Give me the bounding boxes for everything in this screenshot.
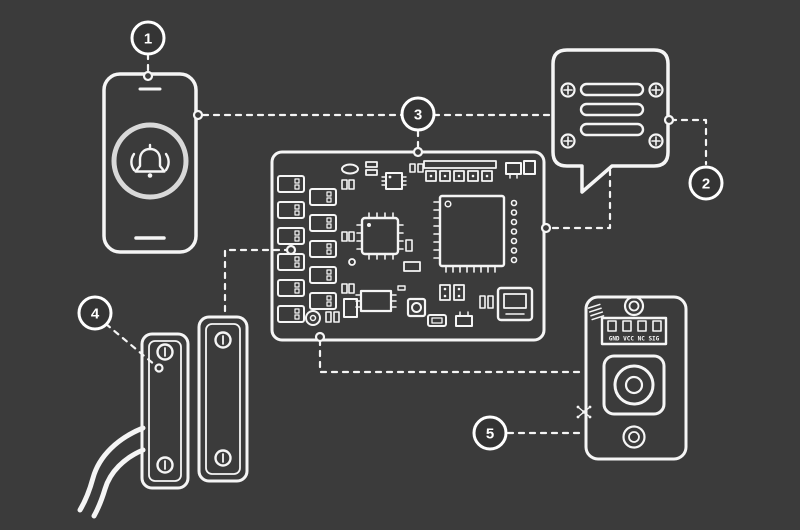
speaker-slot [579,122,645,137]
smd-resistor [365,169,378,176]
jst-connector-column-right [309,188,337,310]
connection-lines [104,52,708,435]
label-5: 5 [472,415,508,451]
node-speaker-right [663,114,675,126]
screw-icon [156,343,174,361]
grille-mark-icon [587,303,605,321]
mcu-chip [356,212,404,260]
jst-connector-column-left [277,175,305,323]
screw-icon [214,331,232,349]
node-board-bottom [314,331,326,343]
node-board-left [285,244,297,256]
smd-capacitor [417,163,424,173]
alarm-ring [111,122,189,200]
smd-ic [403,261,421,272]
speaker-module [551,48,670,194]
speaker-slot [579,82,645,97]
bottom-connector [455,311,473,327]
grove-pin-labels: GND VCC NC SIG [609,336,660,343]
connection-speaker-board [550,168,612,230]
node-board-top [412,146,424,158]
grove-sensor-module: GND VCC NC SIG [576,295,688,461]
sensor-wire [91,447,146,519]
node-door-switch [154,363,164,373]
speaker-bubble [551,48,670,194]
corner-component [523,160,536,175]
label-1-number: 1 [144,31,152,48]
node-phone-right [192,109,204,121]
smd-capacitor [405,239,413,252]
label-3-number: 3 [414,107,422,124]
jumper-block [453,284,465,301]
smd-capacitor [325,311,332,323]
connection-label4-doorswitch [104,322,157,367]
smd-capacitor [487,295,494,309]
board-outline [270,150,546,342]
node-phone-top [142,70,154,82]
screw-icon [214,449,232,467]
regulator-chip [343,298,358,318]
connection-board-doorswitch [223,248,292,315]
connection-nodes [142,70,675,373]
smd-capacitor [409,163,416,173]
reset-button [406,297,427,318]
smd-resistor [365,161,378,168]
speaker-slot [579,102,645,117]
usb-port [496,286,534,322]
smd-capacitor [333,311,340,323]
label-4-number: 4 [91,306,100,323]
label-5-number: 5 [486,426,494,443]
screw-icon [560,82,576,98]
label-2-number: 2 [702,176,710,193]
small-chip [381,172,407,190]
jumper-block [439,284,451,301]
connection-board-grove [318,338,585,374]
pin-header-row [423,160,497,182]
eeprom-chip [355,289,397,313]
controller-board [270,150,546,342]
magnetic-door-switch [77,315,249,519]
mounting-hole [622,425,646,449]
mounting-hole [623,295,645,317]
smd-capacitor [479,295,486,309]
connection-speaker-label2 [669,118,708,166]
screw-icon [648,82,664,98]
radio-module-chip [433,194,518,273]
micro-usb-port [427,314,447,327]
node-board-right [540,222,552,234]
numbered-labels: 1 2 3 4 5 [77,20,724,451]
label-3: 3 [400,96,436,132]
sensor-wire [77,425,146,513]
screw-icon [560,133,576,149]
label-1: 1 [130,20,166,56]
smd-led [397,285,406,291]
label-4: 4 [77,295,113,331]
label-2: 2 [688,165,724,201]
door-switch-magnet-half [197,315,249,483]
screw-icon [156,456,174,474]
seeed-logo-icon [576,405,592,419]
buzzer-barrel [305,310,321,326]
grove-connector: GND VCC NC SIG [600,316,668,346]
door-switch-wired-half [77,332,190,519]
via-hole [348,258,356,266]
crystal-oscillator [341,163,359,175]
small-connector [505,162,522,179]
alarm-bell-icon [130,143,170,178]
smd-resistor-pairs [341,179,355,294]
screw-icon [648,133,664,149]
sensor-element [602,354,666,416]
